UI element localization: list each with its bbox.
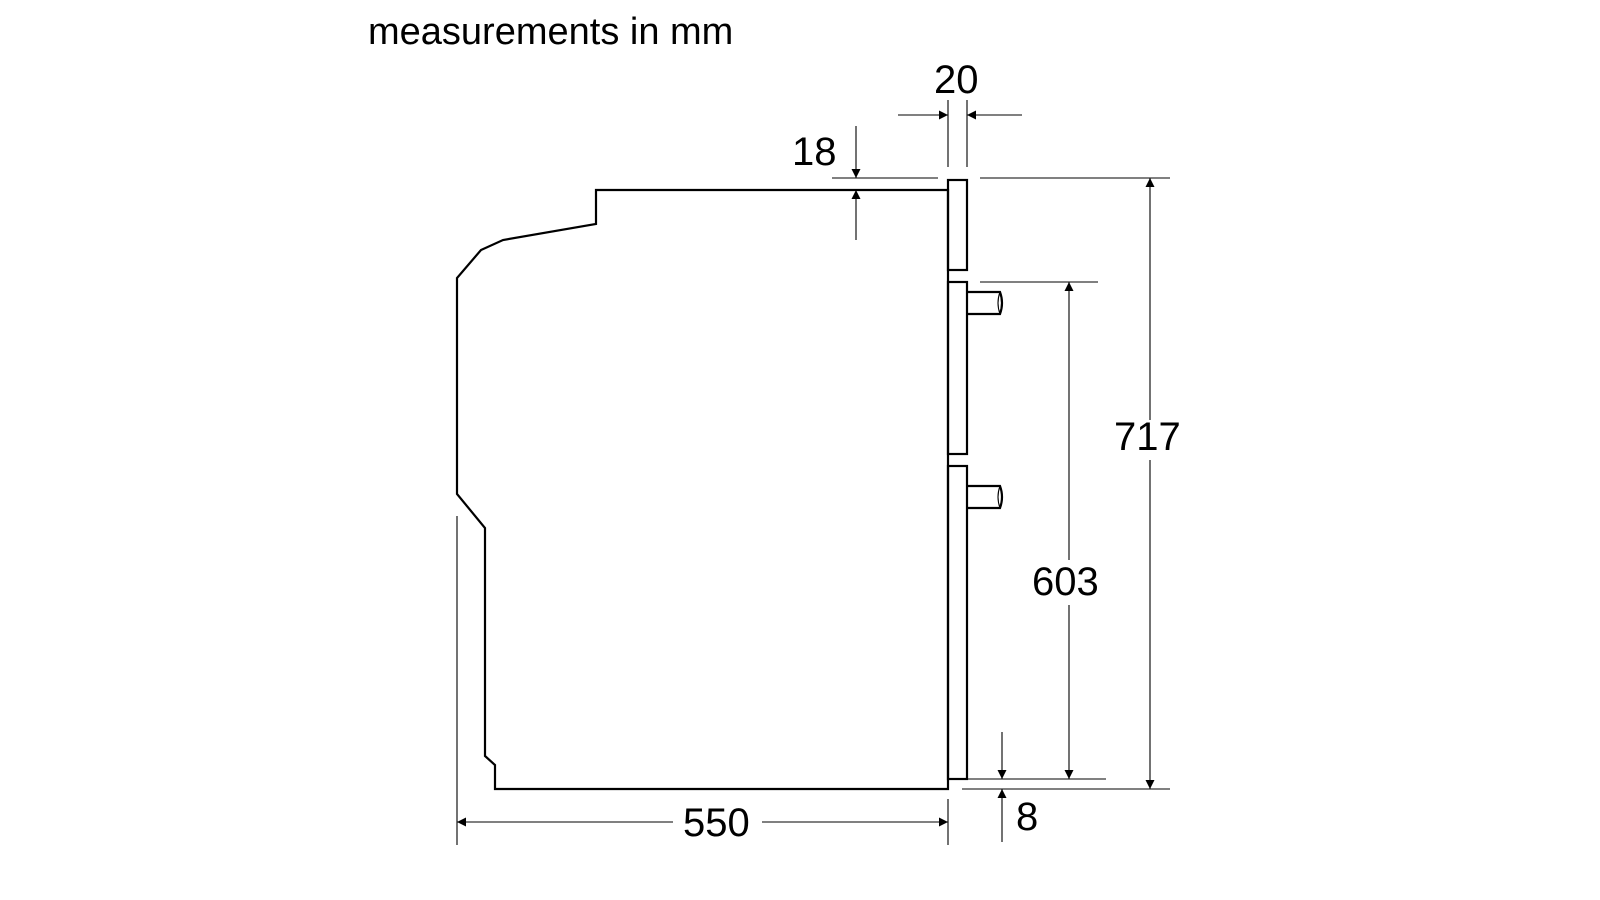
dimension-label-717: 717 <box>1114 415 1181 459</box>
dimension-label-18: 18 <box>792 130 837 174</box>
dimension-label-8: 8 <box>1016 795 1038 839</box>
lower-door <box>946 464 969 781</box>
dimension-label-603: 603 <box>1032 560 1099 604</box>
upper-handle <box>967 290 1004 316</box>
dimension-panel-thickness: 20 <box>898 58 1022 167</box>
lower-handle <box>967 484 1004 510</box>
dimension-bottom-gap: 8 <box>997 732 1038 842</box>
upper-door <box>946 280 969 456</box>
dimension-total-height: 717 <box>962 177 1181 790</box>
dimension-label-20: 20 <box>934 58 979 102</box>
dimension-depth: 550 <box>456 516 949 845</box>
diagram-title: measurements in mm <box>368 11 733 53</box>
dimension-door-height: 603 <box>962 281 1106 780</box>
oven-body-outline <box>455 188 950 791</box>
control-panel <box>946 178 969 272</box>
dimension-top-offset: 18 <box>792 126 938 240</box>
dimension-label-550: 550 <box>683 801 750 845</box>
